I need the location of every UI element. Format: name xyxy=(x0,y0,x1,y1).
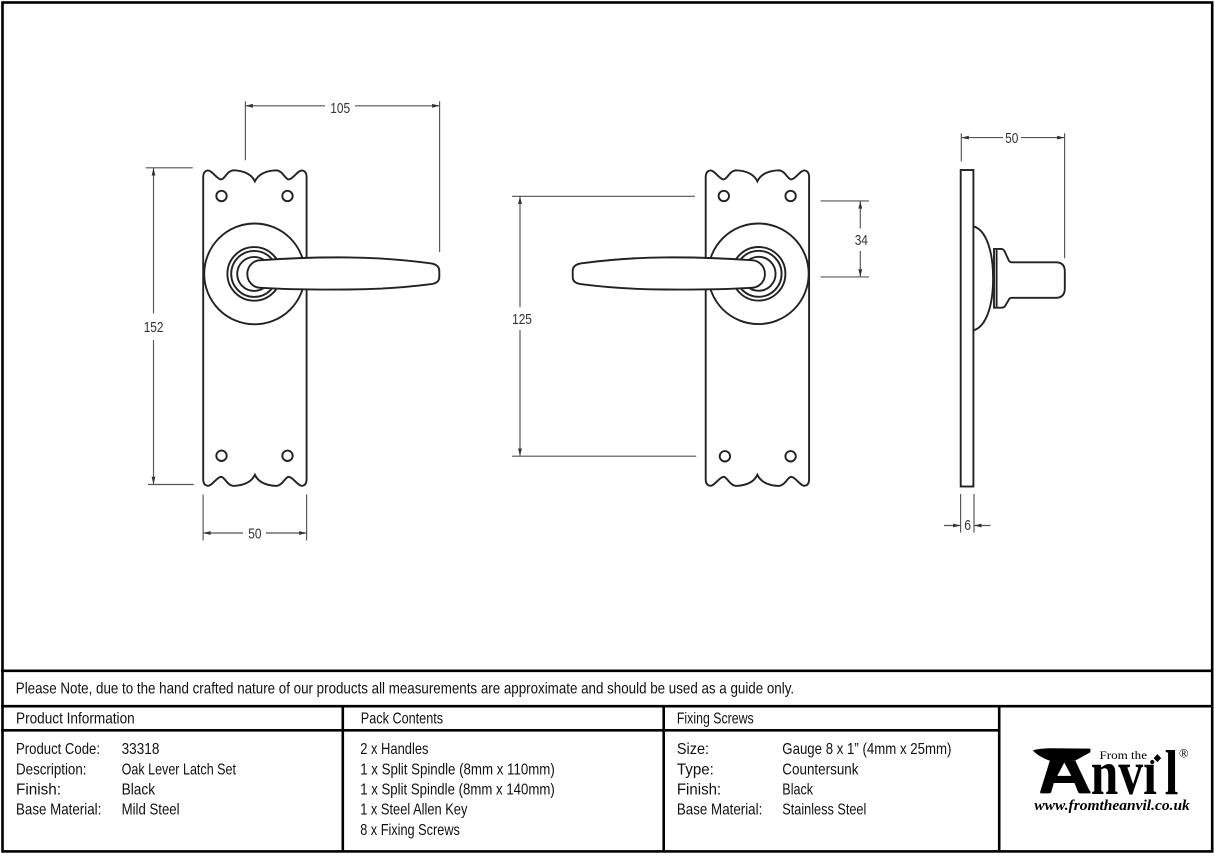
svg-text:50: 50 xyxy=(1005,130,1018,147)
svg-text:1 x Split Spindle (8mm x 140mm: 1 x Split Spindle (8mm x 140mm) xyxy=(360,781,555,798)
svg-text:34: 34 xyxy=(855,232,868,249)
svg-text:Finish:: Finish: xyxy=(677,781,721,798)
svg-text:Please Note, due to the hand c: Please Note, due to the hand crafted nat… xyxy=(16,680,794,697)
svg-text:6: 6 xyxy=(964,517,971,534)
svg-text:Base Material:: Base Material: xyxy=(677,802,762,819)
svg-text:Black: Black xyxy=(782,781,813,798)
svg-text:Mild Steel: Mild Steel xyxy=(122,802,180,819)
svg-text:105: 105 xyxy=(330,100,350,117)
svg-text:Size:: Size: xyxy=(677,741,709,758)
svg-text:®: ® xyxy=(1179,747,1189,761)
svg-text:1 x Split Spindle (8mm x 110mm: 1 x Split Spindle (8mm x 110mm) xyxy=(360,761,555,778)
svg-text:Gauge 8 x 1” (4mm x 25mm): Gauge 8 x 1” (4mm x 25mm) xyxy=(782,741,951,758)
svg-text:125: 125 xyxy=(512,311,532,328)
svg-text:8 x Fixing Screws: 8 x Fixing Screws xyxy=(360,822,460,839)
svg-text:Stainless Steel: Stainless Steel xyxy=(782,802,866,819)
svg-text:Pack Contents: Pack Contents xyxy=(361,711,443,728)
svg-text:1 x Steel Allen Key: 1 x Steel Allen Key xyxy=(360,802,467,819)
svg-text:Description:: Description: xyxy=(16,761,87,778)
svg-text:2 x Handles: 2 x Handles xyxy=(360,741,428,758)
svg-text:Oak Lever Latch Set: Oak Lever Latch Set xyxy=(122,761,237,778)
svg-text:Fixing Screws: Fixing Screws xyxy=(677,711,754,728)
svg-text:Finish:: Finish: xyxy=(16,781,61,798)
svg-text:152: 152 xyxy=(144,319,164,336)
svg-text:Base Material:: Base Material: xyxy=(16,802,101,819)
svg-text:Countersunk: Countersunk xyxy=(782,761,858,778)
svg-text:nvı: nvı xyxy=(1091,738,1157,808)
svg-text:Product Information: Product Information xyxy=(16,711,135,728)
svg-text:33318: 33318 xyxy=(122,741,160,758)
svg-text:Black: Black xyxy=(122,781,156,798)
svg-text:Type:: Type: xyxy=(677,761,714,778)
svg-text:Product Code:: Product Code: xyxy=(16,741,100,758)
svg-text:l: l xyxy=(1165,738,1179,808)
svg-text:50: 50 xyxy=(248,525,261,542)
svg-text:www.fromtheanvil.co.uk: www.fromtheanvil.co.uk xyxy=(1034,798,1190,814)
svg-text:From the: From the xyxy=(1100,748,1148,762)
